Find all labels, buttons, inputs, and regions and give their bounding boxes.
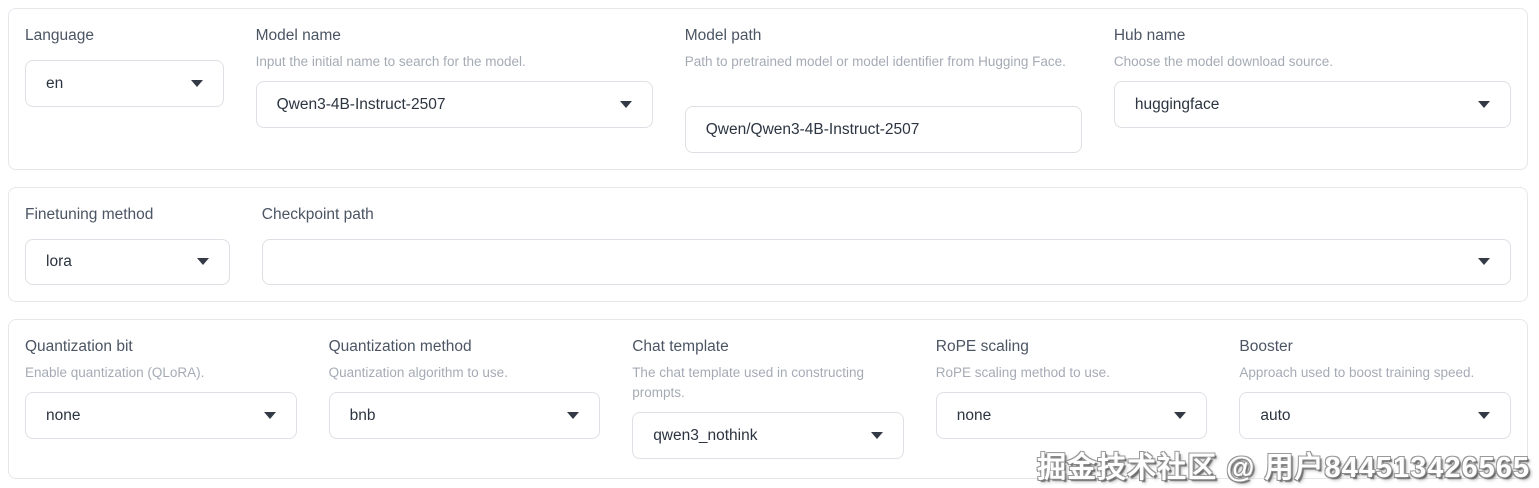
chat-template-info: The chat template used in constructing p… bbox=[632, 365, 865, 400]
quantization-bit-dropdown-value: none bbox=[46, 406, 81, 424]
model-path-input[interactable] bbox=[705, 120, 1061, 139]
rope-scaling-label: RoPE scaling bbox=[935, 338, 1029, 355]
quantization-bit-dropdown[interactable]: none bbox=[25, 392, 297, 439]
field-hub-name: Hub name Choose the model download sourc… bbox=[1113, 25, 1511, 153]
quantization-bit-label: Quantization bit bbox=[25, 338, 133, 355]
chevron-down-icon bbox=[196, 258, 209, 266]
hub-name-label: Hub name bbox=[1113, 27, 1186, 44]
finetuning-method-label: Finetuning method bbox=[25, 206, 154, 223]
field-chat-template: Chat template The chat template used in … bbox=[632, 336, 904, 462]
model-path-textbox bbox=[684, 106, 1082, 153]
field-model-name: Model name Input the initial name to sea… bbox=[255, 25, 653, 153]
quantization-method-info: Quantization algorithm to use. bbox=[328, 365, 508, 380]
model-path-label: Model path bbox=[684, 27, 762, 44]
booster-label: Booster bbox=[1239, 338, 1293, 355]
model-name-label: Model name bbox=[255, 27, 341, 44]
quantization-method-label: Quantization method bbox=[328, 338, 472, 355]
model-name-dropdown-value: Qwen3-4B-Instruct-2507 bbox=[276, 95, 446, 113]
chevron-down-icon bbox=[1478, 258, 1490, 266]
finetuning-card: Finetuning method lora Checkpoint path bbox=[8, 187, 1528, 302]
chevron-down-icon bbox=[567, 412, 580, 419]
hub-name-info: Choose the model download source. bbox=[1113, 54, 1333, 69]
finetuning-method-dropdown-value: lora bbox=[46, 252, 72, 270]
field-rope-scaling: RoPE scaling RoPE scaling method to use.… bbox=[935, 336, 1208, 462]
chevron-down-icon bbox=[190, 80, 203, 87]
chevron-down-icon bbox=[619, 101, 632, 108]
field-checkpoint-path: Checkpoint path bbox=[261, 204, 1511, 285]
spacer bbox=[25, 52, 224, 60]
rope-scaling-dropdown-value: none bbox=[956, 406, 992, 424]
rope-scaling-info: RoPE scaling method to use. bbox=[935, 365, 1110, 380]
quantization-method-dropdown-value: bnb bbox=[349, 406, 376, 424]
field-quantization-bit: Quantization bit Enable quantization (QL… bbox=[25, 336, 297, 462]
model-selection-card: Language en Model name Input the initial… bbox=[8, 8, 1528, 170]
chat-template-dropdown[interactable]: qwen3_nothink bbox=[632, 412, 904, 459]
model-name-dropdown[interactable]: Qwen3-4B-Instruct-2507 bbox=[255, 81, 653, 128]
booster-dropdown-value: auto bbox=[1260, 406, 1291, 424]
chevron-down-icon bbox=[1478, 101, 1490, 108]
booster-dropdown[interactable]: auto bbox=[1239, 392, 1511, 439]
finetuning-method-dropdown[interactable]: lora bbox=[25, 238, 230, 285]
quantization-bit-info: Enable quantization (QLoRA). bbox=[25, 365, 205, 380]
quantization-method-dropdown[interactable]: bnb bbox=[328, 392, 601, 439]
hub-name-dropdown-value: huggingface bbox=[1134, 95, 1220, 113]
rope-scaling-dropdown[interactable]: none bbox=[935, 392, 1208, 439]
field-quantization-method: Quantization method Quantization algorit… bbox=[328, 336, 601, 462]
chat-template-label: Chat template bbox=[632, 338, 729, 355]
chevron-down-icon bbox=[263, 412, 276, 419]
checkpoint-path-dropdown[interactable] bbox=[261, 238, 1511, 285]
spacer bbox=[262, 231, 1511, 239]
field-language: Language en bbox=[25, 25, 224, 153]
language-label: Language bbox=[25, 27, 94, 44]
model-name-info: Input the initial name to search for the… bbox=[255, 54, 526, 69]
field-booster: Booster Approach used to boost training … bbox=[1239, 336, 1511, 462]
language-dropdown-value: en bbox=[46, 74, 64, 92]
model-path-info: Path to pretrained model or model identi… bbox=[684, 54, 1066, 69]
chevron-down-icon bbox=[870, 432, 883, 439]
chat-template-dropdown-value: qwen3_nothink bbox=[653, 426, 758, 444]
language-dropdown[interactable]: en bbox=[25, 60, 224, 107]
chevron-down-icon bbox=[1174, 412, 1187, 419]
advanced-options-card: Quantization bit Enable quantization (QL… bbox=[8, 319, 1528, 479]
checkpoint-path-label: Checkpoint path bbox=[261, 206, 374, 223]
booster-info: Approach used to boost training speed. bbox=[1239, 365, 1475, 380]
spacer bbox=[25, 231, 230, 239]
chevron-down-icon bbox=[1477, 412, 1490, 419]
field-model-path: Model path Path to pretrained model or m… bbox=[684, 25, 1082, 153]
hub-name-dropdown[interactable]: huggingface bbox=[1113, 81, 1511, 128]
field-finetuning-method: Finetuning method lora bbox=[25, 204, 230, 285]
